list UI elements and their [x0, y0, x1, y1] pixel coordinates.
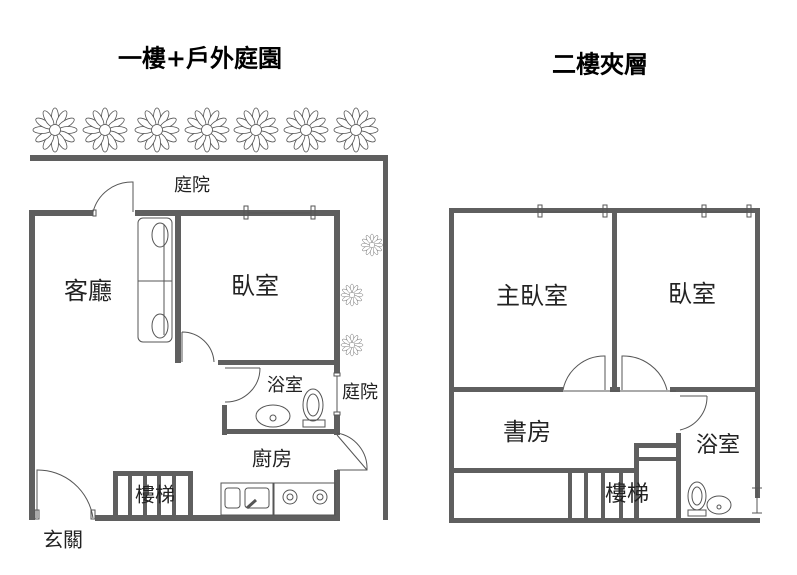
sofa-icon [137, 217, 173, 343]
flower-icon [233, 107, 279, 153]
label-kitchen: 廚房 [252, 447, 292, 471]
flower-icon [32, 107, 78, 153]
label-entrance: 玄關 [43, 528, 83, 552]
floor1-plan: 庭院 客廳 臥室 浴室 庭院 廚房 樓梯 玄關 [29, 107, 388, 552]
stove-icon [273, 482, 336, 516]
floor2-plan: 主臥室 臥室 書房 浴室 樓梯 [449, 204, 762, 523]
flower-icon [340, 333, 364, 357]
label-bathroom: 浴室 [267, 375, 303, 396]
toilet-icon [302, 388, 326, 428]
label-bedroom: 臥室 [668, 280, 716, 308]
label-bathroom: 浴室 [696, 433, 740, 458]
flower-icon [134, 107, 180, 153]
sink-icon [255, 404, 291, 428]
label-master-bedroom: 主臥室 [496, 282, 568, 310]
floor1-title: 一樓+戶外庭園 [118, 44, 282, 73]
flower-row [32, 107, 384, 357]
flower-icon [82, 107, 128, 153]
stairs-icon [113, 471, 193, 519]
flower-icon [333, 107, 379, 153]
flower-icon [184, 107, 230, 153]
label-stairs: 樓梯 [605, 482, 649, 507]
label-courtyard-side: 庭院 [342, 382, 378, 403]
kitchen-sink-icon [220, 482, 274, 516]
label-stairs: 樓梯 [135, 483, 175, 507]
label-bedroom: 臥室 [231, 272, 279, 300]
sink-icon [706, 495, 732, 515]
label-courtyard-top: 庭院 [174, 175, 210, 196]
toilet-icon [687, 481, 707, 517]
flower-icon [283, 107, 329, 153]
flower-icon [340, 283, 364, 307]
floor2-title: 二樓夾層 [552, 50, 648, 79]
label-study: 書房 [503, 418, 551, 446]
stairs-icon [568, 443, 679, 523]
label-living-room: 客廳 [64, 277, 112, 305]
flower-icon [360, 233, 384, 257]
